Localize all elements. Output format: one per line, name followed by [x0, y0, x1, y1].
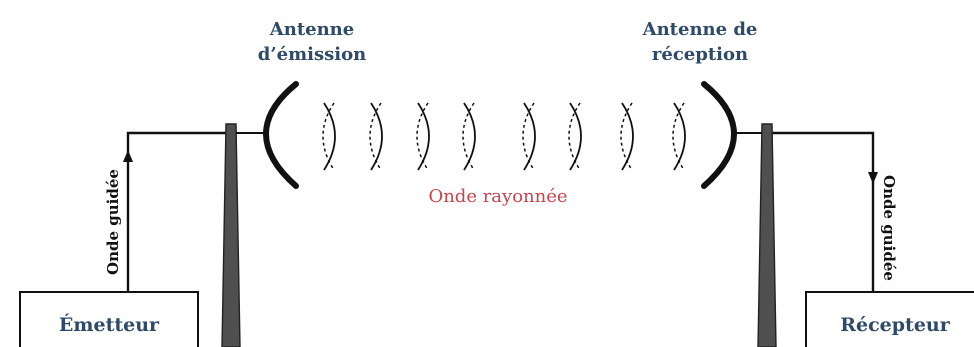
transmitter-label: Émetteur: [59, 313, 160, 336]
wave-front-solid: [323, 102, 336, 171]
rx-antenna-title-line2: réception: [652, 44, 748, 65]
rx-guided-wave-label: Onde guidée: [880, 175, 898, 281]
rx-reflector: [701, 81, 737, 189]
wave-front-solid: [417, 102, 430, 171]
wave-front-dashed: [620, 102, 633, 171]
rx-feed-line: [768, 131, 875, 292]
rx-antenna-title-line1: Antenne de: [642, 19, 758, 40]
wave-front-dashed: [369, 102, 382, 171]
rx-mast: [757, 123, 777, 347]
tx-mast: [221, 123, 241, 347]
tx-reflector: [263, 81, 299, 189]
wave-front-solid: [463, 102, 476, 171]
wave-front-solid: [523, 102, 536, 171]
receiver-box: [805, 291, 974, 347]
tx-antenna-title-line2: d’émission: [258, 44, 366, 65]
wave-front-solid: [673, 102, 686, 171]
tx-antenna-title-line1: Antenne: [269, 19, 354, 40]
radiated-wave-fronts: [322, 102, 686, 171]
tx-guided-wave-label: Onde guidée: [104, 169, 122, 275]
wave-front-dashed: [462, 102, 475, 171]
wave-front-solid: [621, 102, 634, 171]
arrow-down-icon: [868, 172, 878, 184]
receiver-label: Récepteur: [840, 314, 950, 336]
transmitter-box: [19, 291, 199, 347]
wave-front-dashed: [672, 102, 685, 171]
tx-feed-line: [126, 131, 228, 292]
arrow-up-icon: [123, 150, 133, 162]
wave-front-dashed: [522, 102, 535, 171]
wave-front-solid: [569, 102, 582, 171]
wave-front-dashed: [322, 102, 335, 171]
wave-front-dashed: [416, 102, 429, 171]
wave-front-solid: [370, 102, 383, 171]
wave-front-dashed: [568, 102, 581, 171]
radiated-wave-label: Onde rayonnée: [428, 186, 567, 207]
